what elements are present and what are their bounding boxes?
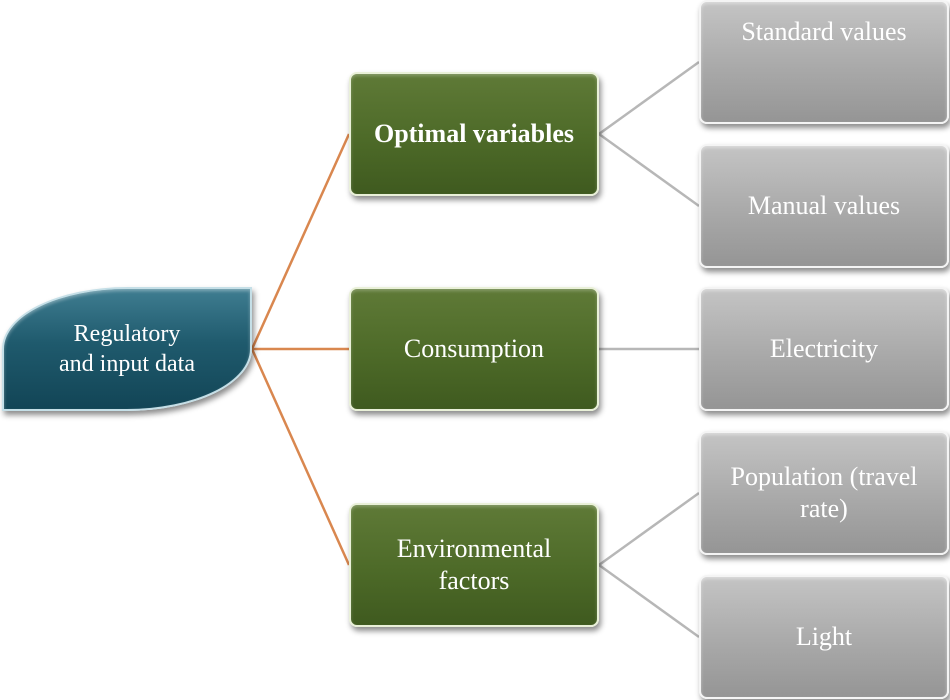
leaf-label: Electricity (770, 333, 878, 366)
category-label-line1: Environmental (396, 533, 552, 563)
connector-root-optimal (250, 133, 351, 350)
leaf-label: Manual values (748, 190, 900, 223)
connector-environmental-population (598, 491, 700, 567)
root-label-line2: and input data (59, 351, 195, 377)
leaf-node-manual-values: Manual values (699, 144, 949, 268)
leaf-label: Light (796, 621, 852, 654)
category-node-optimal-variables: Optimal variables (349, 72, 599, 196)
leaf-label-line1: Population (travel (730, 461, 918, 491)
category-label-line1: Consumption (403, 333, 545, 363)
leaf-label-line2: rate) (800, 494, 848, 523)
category-label: Consumption (404, 333, 544, 366)
leaf-node-population-travel-rate: Population (travel rate) (699, 431, 949, 555)
connector-optimal-manual (598, 132, 700, 208)
leaf-label: Population (travel rate) (730, 461, 917, 526)
category-label-line1: Optimal variables (373, 118, 575, 148)
connector-root-environmental (250, 348, 351, 566)
connector-optimal-standard (598, 60, 700, 136)
root-node-label: Regulatory and input data (59, 319, 195, 379)
leaf-node-electricity: Electricity (699, 287, 949, 411)
category-label: Environmental factors (397, 533, 552, 598)
root-label-line1: Regulatory (73, 321, 181, 347)
leaf-node-light: Light (699, 575, 949, 699)
category-label-line2: factors (438, 566, 510, 595)
leaf-label-line1: Light (795, 621, 853, 651)
leaf-label-line1: Standard values (741, 16, 907, 46)
leaf-label-line1: Electricity (769, 333, 879, 363)
leaf-label: Standard values (741, 17, 906, 79)
category-node-environmental-factors: Environmental factors (349, 503, 599, 627)
leaf-node-standard-values: Standard values (699, 0, 949, 124)
category-node-consumption: Consumption (349, 287, 599, 411)
leaf-label-line1: Manual values (747, 190, 901, 220)
root-node-regulatory-input: Regulatory and input data (2, 287, 252, 411)
category-label: Optimal variables (374, 118, 574, 151)
connector-environmental-light (598, 563, 700, 639)
